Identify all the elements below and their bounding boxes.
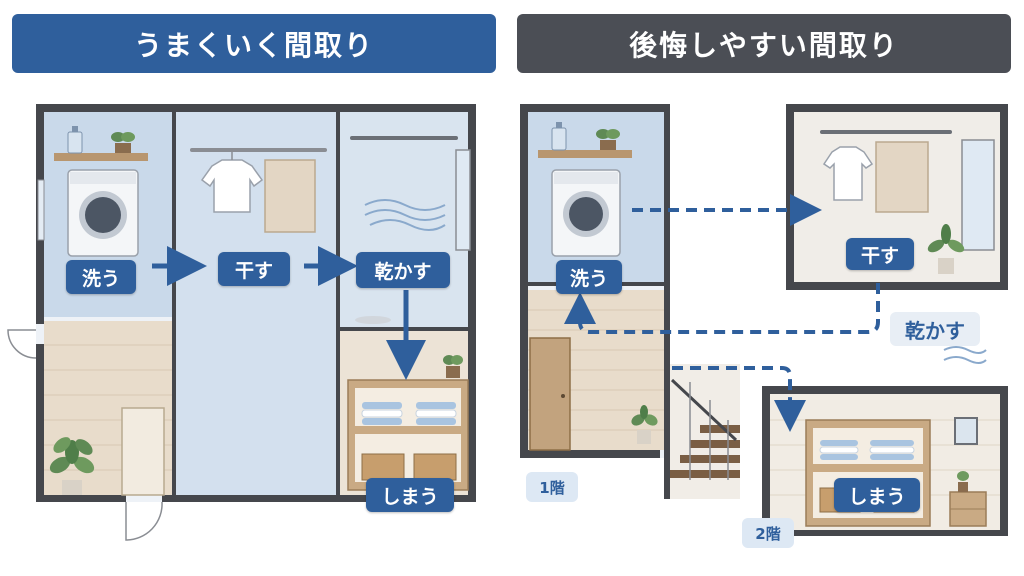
label-dry-text: 乾かす	[374, 260, 432, 283]
window-icon	[961, 139, 995, 251]
door-icon	[125, 501, 163, 541]
door-icon	[529, 337, 571, 451]
floor-label-2f-text: 2階	[755, 524, 781, 543]
label-store-bad: しまう	[834, 478, 920, 512]
label-dry-bad-text: 乾かす	[905, 318, 965, 343]
label-store: しまう	[366, 478, 454, 512]
towel-stack-icon	[361, 402, 457, 425]
plant-icon	[443, 355, 463, 378]
basket-icon	[361, 453, 405, 481]
bad-plan	[520, 104, 1008, 536]
label-store-bad-text: しまう	[848, 485, 906, 508]
storage-shelf	[347, 379, 469, 491]
label-hang-bad-text: 干す	[860, 244, 899, 267]
detergent-bottle-icon	[551, 122, 567, 151]
closet-door	[121, 407, 165, 496]
washing-machine-icon	[551, 169, 621, 257]
label-store-text: しまう	[381, 485, 439, 508]
door-icon	[7, 329, 37, 359]
label-dry: 乾かす	[356, 252, 450, 288]
towel-icon	[264, 159, 316, 233]
label-wash-text: 洗う	[81, 267, 120, 290]
picture-frame	[954, 417, 978, 445]
wind-icon	[364, 199, 446, 231]
plant-icon	[927, 224, 965, 274]
floor-label-1f: 1階	[526, 472, 578, 502]
label-hang-bad: 干す	[846, 238, 914, 270]
tshirt-icon	[822, 146, 874, 201]
basket-icon	[413, 453, 457, 481]
bad-layout-title: 後悔しやすい間取り	[629, 28, 899, 62]
floor-label-2f: 2階	[742, 518, 794, 548]
window-icon	[455, 149, 471, 251]
label-wash: 洗う	[66, 260, 136, 294]
flow-arrow-dashed	[564, 194, 880, 432]
plant-icon	[631, 405, 658, 444]
window-icon	[37, 179, 45, 241]
plant-icon	[957, 471, 969, 492]
plant-icon	[49, 437, 95, 495]
bad-layout-header: 後悔しやすい間取り	[517, 14, 1011, 73]
detergent-bottle-icon	[67, 126, 83, 154]
stairs-icon	[670, 364, 740, 499]
label-wash-bad-text: 洗う	[569, 267, 608, 290]
good-layout-title: うまくいく間取り	[133, 28, 374, 62]
label-hang-text: 干す	[234, 259, 273, 282]
tshirt-icon	[200, 159, 264, 213]
towel-stack-icon	[819, 440, 915, 460]
label-dry-bad: 乾かす	[890, 312, 980, 346]
label-wash-bad: 洗う	[556, 260, 622, 294]
good-plan	[7, 104, 476, 541]
plant-icon	[111, 132, 135, 153]
wind-icon	[943, 346, 987, 364]
good-layout-header: うまくいく間取り	[12, 14, 496, 73]
washing-machine-icon	[67, 169, 139, 257]
towel-icon	[875, 141, 929, 213]
plant-icon	[596, 129, 620, 150]
label-hang: 干す	[218, 252, 290, 286]
floor-label-1f-text: 1階	[539, 478, 565, 497]
